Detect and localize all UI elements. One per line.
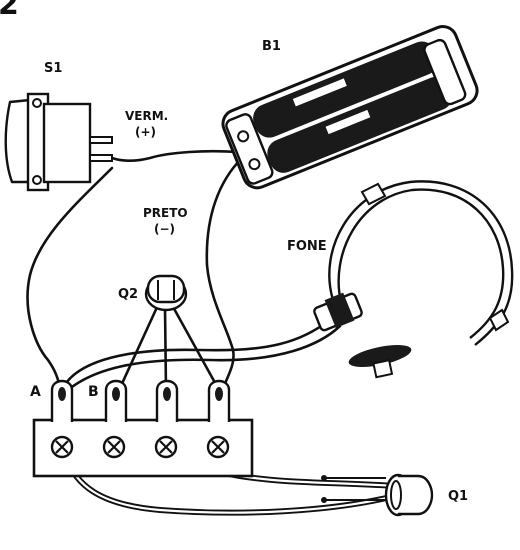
- terminal-lug-4: [207, 379, 231, 422]
- label-s1: S1: [44, 61, 62, 76]
- switch-to-a-wire: [26, 166, 114, 390]
- earpiece: [313, 292, 363, 332]
- label-b1: B1: [262, 39, 281, 54]
- black-wire-negative: [205, 156, 244, 394]
- battery-cell-2: [267, 76, 453, 173]
- battery-cell-1: [253, 41, 439, 138]
- earpiece-pad: [348, 344, 412, 379]
- label-fone: FONE: [287, 239, 327, 254]
- screw-1: [50, 435, 74, 459]
- label-terminal-a: A: [30, 384, 41, 400]
- headphone-fone: [313, 180, 514, 379]
- label-verm-sign: (+): [135, 125, 156, 139]
- q2-leg-left: [118, 303, 160, 390]
- label-preto: PRETO: [143, 206, 188, 220]
- label-preto-sign: (−): [154, 222, 175, 236]
- label-q2: Q2: [118, 287, 138, 302]
- label-q1: Q1: [448, 489, 468, 504]
- figure-number: 2: [0, 0, 19, 22]
- label-terminal-b: B: [88, 384, 99, 400]
- screw-4: [206, 435, 230, 459]
- red-wire-positive: [110, 149, 240, 163]
- switch-s1: [4, 92, 113, 192]
- battery-holder-b1: [221, 25, 479, 190]
- q2-leg-right: [170, 303, 221, 392]
- phototransistor-q1: [321, 473, 434, 517]
- phone-cable-1: [62, 318, 332, 388]
- screw-3: [154, 435, 178, 459]
- terminal-lug-3: [155, 379, 179, 422]
- terminal-strip: [32, 379, 254, 478]
- screw-2: [102, 435, 126, 459]
- terminal-lug-b: [104, 379, 128, 422]
- q2-leg-middle: [163, 305, 168, 392]
- terminal-lug-a: [50, 379, 74, 422]
- label-verm: VERM.: [125, 109, 168, 123]
- phone-cable-2: [66, 324, 342, 392]
- transistor-q2: [144, 274, 188, 312]
